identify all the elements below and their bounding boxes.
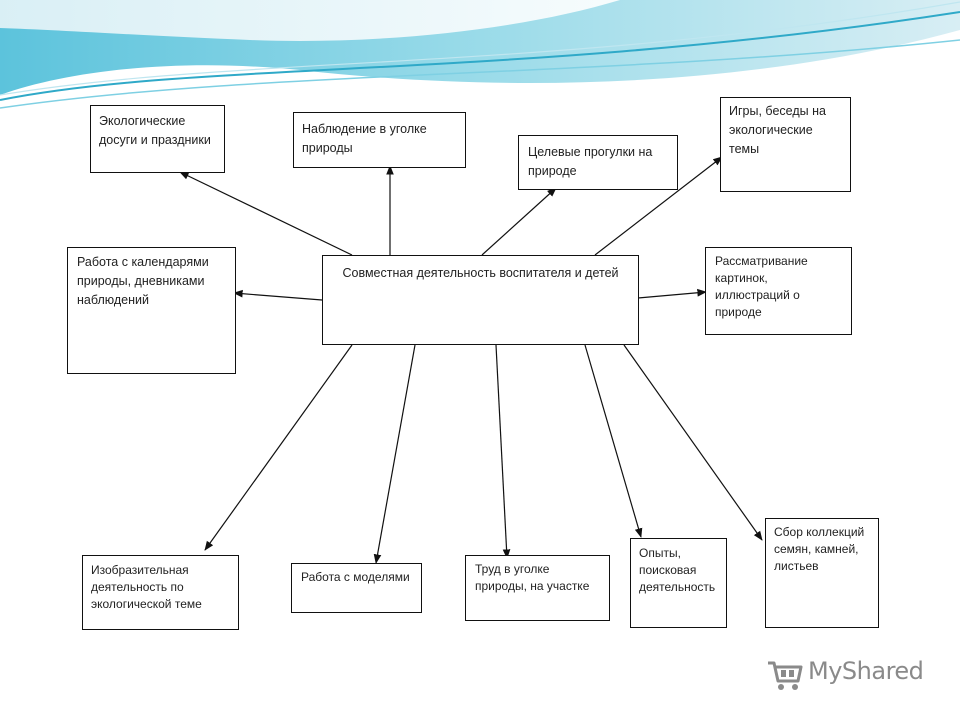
- node-art-label: Изобразительная деятельность по экологич…: [91, 563, 202, 611]
- arrow-to-pictures: [638, 292, 706, 298]
- watermark-logo: MyShared: [766, 655, 936, 695]
- node-models: Работа с моделями: [291, 563, 422, 613]
- node-labor: Труд в уголке природы, на участке: [465, 555, 610, 621]
- node-walks-label: Целевые прогулки на природе: [528, 145, 652, 178]
- arrow-to-eco-leisure: [180, 172, 352, 255]
- node-observation: Наблюдение в уголке природы: [293, 112, 466, 168]
- cart-icon: [766, 657, 804, 693]
- node-games-label: Игры, беседы на экологические темы: [729, 104, 826, 156]
- node-art: Изобразительная деятельность по экологич…: [82, 555, 239, 630]
- node-labor-label: Труд в уголке природы, на участке: [475, 562, 589, 593]
- node-calendars-label: Работа с календарями природы, дневниками…: [77, 255, 209, 307]
- arrow-to-models: [376, 345, 415, 563]
- node-eco-leisure: Экологические досуги и праздники: [90, 105, 225, 173]
- node-eco-leisure-label: Экологические досуги и праздники: [99, 114, 211, 147]
- node-experiments: Опыты, поисковая деятельность: [630, 538, 727, 628]
- node-calendars: Работа с календарями природы, дневниками…: [67, 247, 236, 374]
- center-node: Совместная деятельность воспитателя и де…: [322, 255, 639, 345]
- arrow-to-walks: [482, 188, 556, 255]
- arrow-to-labor: [496, 345, 507, 558]
- node-pictures: Рассматривание картинок, иллюстраций о п…: [705, 247, 852, 335]
- arrow-to-experiments: [585, 345, 641, 537]
- node-experiments-label: Опыты, поисковая деятельность: [639, 546, 715, 594]
- node-observation-label: Наблюдение в уголке природы: [302, 122, 427, 155]
- node-walks: Целевые прогулки на природе: [518, 135, 678, 190]
- arrow-to-calendars: [234, 293, 322, 300]
- arrow-to-art: [205, 345, 352, 550]
- node-collections: Сбор коллекций семян, камней, листьев: [765, 518, 879, 628]
- node-models-label: Работа с моделями: [301, 570, 410, 584]
- node-pictures-label: Рассматривание картинок, иллюстраций о п…: [715, 254, 808, 319]
- center-node-label: Совместная деятельность воспитателя и де…: [342, 266, 618, 280]
- node-collections-label: Сбор коллекций семян, камней, листьев: [774, 525, 864, 573]
- node-games: Игры, беседы на экологические темы: [720, 97, 851, 192]
- arrow-to-collections: [624, 345, 762, 540]
- watermark-text: MyShared: [808, 657, 923, 685]
